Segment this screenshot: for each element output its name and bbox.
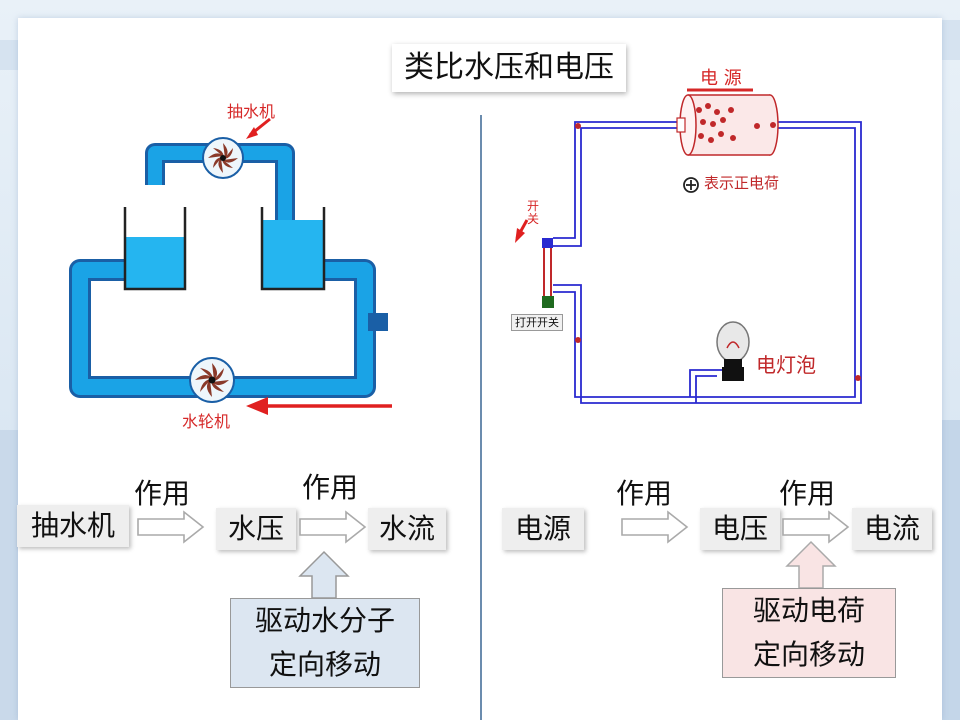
pump-label: 抽水机 — [227, 102, 276, 121]
electric-action-1-arrow-icon — [621, 510, 689, 544]
electric-action-2-label: 作用 — [779, 477, 836, 510]
electric-note-box: 驱动电荷 定向移动 — [722, 588, 896, 678]
electric-note-line-1: 驱动电荷 — [752, 594, 865, 627]
water-note-line-1: 驱动水分子 — [254, 604, 395, 637]
water-action-1-arrow-icon — [137, 510, 205, 544]
pump-pointer-arrow-icon — [246, 117, 271, 139]
power-source-icon — [676, 94, 779, 156]
water-note-line-2: 定向移动 — [268, 648, 381, 681]
water-note-box: 驱动水分子 定向移动 — [230, 598, 420, 688]
turbine-wheel-icon — [189, 357, 235, 403]
right-tank-water — [262, 220, 324, 289]
switch-label: 开关 — [527, 199, 540, 226]
turbine-label: 水轮机 — [182, 412, 231, 431]
electric-note-line-2: 定向移动 — [752, 638, 865, 671]
electric-action-1-label: 作用 — [616, 477, 673, 510]
positive-charge-icon — [683, 177, 699, 193]
bulb-label: 电灯泡 — [756, 353, 816, 377]
battery-charges — [696, 103, 760, 143]
wire-charges — [575, 122, 861, 381]
right-tank — [260, 207, 326, 291]
power-source-label: 电 源 — [700, 68, 742, 89]
light-bulb-icon — [716, 321, 750, 381]
electric-source-box: 电源 — [502, 508, 584, 550]
water-note-arrow-icon — [298, 550, 350, 599]
flow-direction-arrow-icon — [246, 397, 392, 415]
valve — [368, 313, 388, 331]
water-flow-box: 水流 — [368, 508, 446, 550]
left-tank-water — [125, 237, 185, 289]
electric-flow-box: 电流 — [852, 508, 932, 550]
electric-pressure-box: 电压 — [700, 508, 780, 550]
slide-title: 类比水压和电压 — [392, 44, 626, 92]
switch-icon — [542, 238, 554, 308]
center-divider — [480, 115, 482, 720]
water-action-2-arrow-icon — [299, 510, 367, 544]
charge-legend-label: 表示正电荷 — [704, 174, 780, 192]
switch-pointer-arrow-icon — [515, 219, 529, 243]
circuit-wire — [553, 121, 862, 404]
water-circuit-diagram — [69, 117, 392, 415]
water-pressure-box: 水压 — [216, 508, 296, 550]
left-tank — [123, 207, 187, 291]
water-action-2-label: 作用 — [302, 471, 359, 504]
pump-wheel-icon — [202, 137, 244, 179]
electric-action-2-arrow-icon — [782, 510, 850, 544]
water-action-1-label: 作用 — [134, 477, 191, 510]
toggle-switch-button[interactable]: 打开开关 — [511, 314, 563, 331]
water-source-box: 抽水机 — [17, 505, 129, 547]
electric-circuit-diagram — [515, 88, 862, 404]
electric-note-arrow-icon — [785, 540, 837, 589]
